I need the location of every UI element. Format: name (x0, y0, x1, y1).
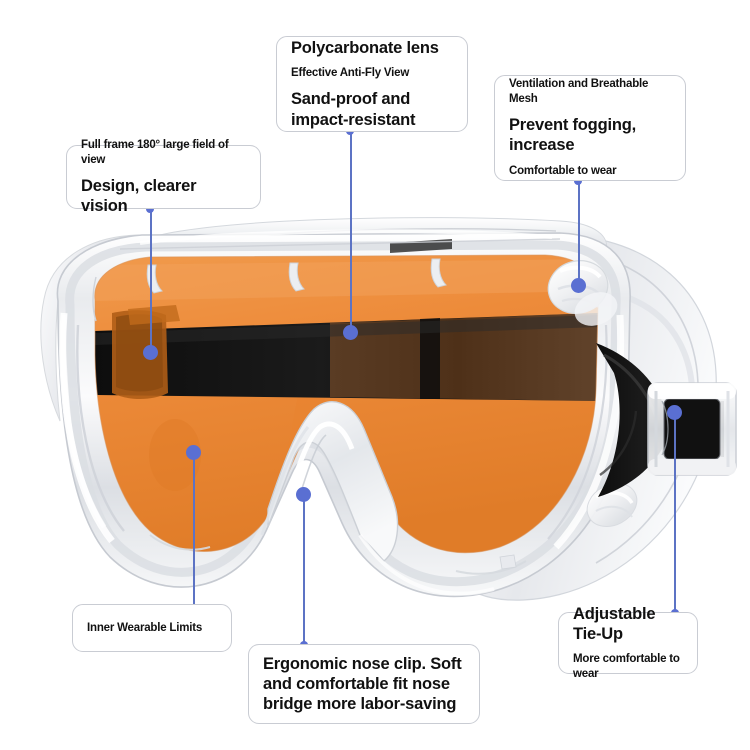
frame-clips (92, 238, 561, 322)
leader-dot-target-inner-wearable-limits (186, 445, 201, 460)
leader-dot-target-full-frame-view (143, 345, 158, 360)
callout-line-title: Polycarbonate lens (291, 39, 439, 58)
callout-inner-wearable-limits: Inner Wearable Limits (72, 604, 232, 652)
callout-line-sub: Design, clearer vision (81, 176, 197, 215)
frame-lower-ridges (149, 534, 527, 575)
callout-line-sub: Effective Anti-Fly View (291, 67, 410, 80)
callout-line-sub: More comfortable to wear (573, 653, 680, 681)
leader-full-frame-view (150, 209, 152, 354)
callout-line-detail: Comfortable to wear (509, 164, 617, 177)
leader-dot-target-adjustable-tie-up (667, 405, 682, 420)
callout-line-title: Ergonomic nose clip. Soft and comfortabl… (263, 654, 462, 714)
leader-ventilation-mesh (578, 181, 580, 288)
leader-dot-box-full-frame-view (146, 205, 154, 213)
leader-ergonomic-nose-clip (303, 494, 305, 646)
nose-bridge (267, 401, 399, 562)
leader-adjustable-tie-up (674, 418, 676, 614)
leader-dot-box-ventilation-mesh (574, 177, 582, 185)
leader-dot-target-ergonomic-nose-clip (296, 487, 311, 502)
callout-line-title: Inner Wearable Limits (87, 621, 203, 634)
leader-dot-target-ventilation-mesh (571, 278, 586, 293)
callout-polycarbonate-lens: Polycarbonate lens Effective Anti-Fly Vi… (276, 36, 468, 132)
callout-adjustable-tie-up: Adjustable Tie-Up More comfortable to we… (558, 605, 698, 680)
callout-line-title: Full frame 180° large field of view (81, 138, 229, 166)
adjustable-buckle (647, 382, 737, 476)
nose-bridge-highlight (283, 421, 355, 506)
leader-dot-target-polycarbonate-lens (343, 325, 358, 340)
callout-full-frame-view: Full frame 180° large field of view Desi… (66, 139, 261, 215)
callout-line-title: Adjustable Tie-Up (573, 604, 656, 644)
callout-ventilation-mesh: Ventilation and Breathable Mesh Prevent … (494, 75, 686, 181)
callout-line-detail: Sand-proof and impact-resistant (291, 90, 416, 129)
safety-goggles-image (40, 217, 737, 601)
callout-line-title: Ventilation and Breathable Mesh (509, 78, 649, 106)
frame-gloss (60, 229, 553, 596)
callout-line-sub: Prevent fogging, increase (509, 116, 636, 155)
leader-inner-wearable-limits (193, 452, 195, 609)
callout-ergonomic-nose-clip: Ergonomic nose clip. Soft and comfortabl… (248, 644, 480, 724)
leader-polycarbonate-lens (350, 131, 352, 332)
